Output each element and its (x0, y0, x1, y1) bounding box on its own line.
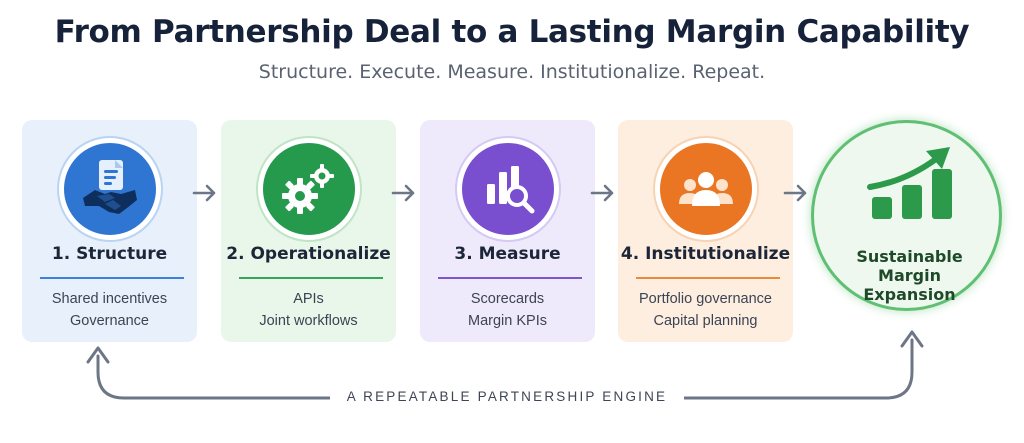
outcome-circle: Sustainable Margin Expansion (811, 120, 1002, 311)
page-subtitle: Structure. Execute. Measure. Institution… (258, 61, 766, 83)
document-handshake-icon (59, 138, 161, 240)
step-detail: Margin KPIs (468, 313, 547, 329)
step-card-structure: 1. Structure Shared incentives Governanc… (22, 120, 197, 342)
outcome-line: Sustainable (856, 247, 963, 266)
step-detail: APIs (293, 291, 324, 307)
outcome-line: Expansion (863, 285, 956, 304)
step-divider (438, 277, 582, 279)
arrow-right-icon (783, 184, 807, 202)
step-title: 3. Measure (454, 244, 561, 264)
outcome-line: Margin (878, 266, 941, 285)
page-title: From Partnership Deal to a Lasting Margi… (54, 14, 970, 50)
step-title: 1. Structure (51, 244, 168, 264)
step-detail: Shared incentives (51, 291, 168, 307)
step-detail: Scorecards (470, 291, 545, 307)
team-icon (655, 138, 757, 240)
step-detail: Governance (70, 313, 149, 329)
chart-magnifier-icon (457, 138, 559, 240)
step-card-measure: 3. Measure Scorecards Margin KPIs (420, 120, 595, 342)
step-divider (40, 277, 184, 279)
step-detail: Joint workflows (259, 313, 358, 329)
step-card-operationalize: 2. Operationalize APIs Joint workflows (221, 120, 396, 342)
step-card-institutionalize: 4. Institutionalize Portfolio governance… (618, 120, 793, 342)
step-divider (636, 277, 780, 279)
gears-icon (258, 138, 360, 240)
step-title: 4. Institutionalize (620, 244, 791, 264)
step-divider (239, 277, 383, 279)
arrow-right-icon (391, 184, 415, 202)
growth-chart-icon (867, 147, 952, 219)
step-detail: Portfolio governance (639, 291, 772, 307)
arrow-right-icon (192, 184, 216, 202)
step-title: 2. Operationalize (226, 244, 391, 264)
arrow-right-icon (590, 184, 614, 202)
step-detail: Capital planning (653, 313, 758, 329)
loop-label: A REPEATABLE PARTNERSHIP ENGINE (330, 389, 684, 404)
